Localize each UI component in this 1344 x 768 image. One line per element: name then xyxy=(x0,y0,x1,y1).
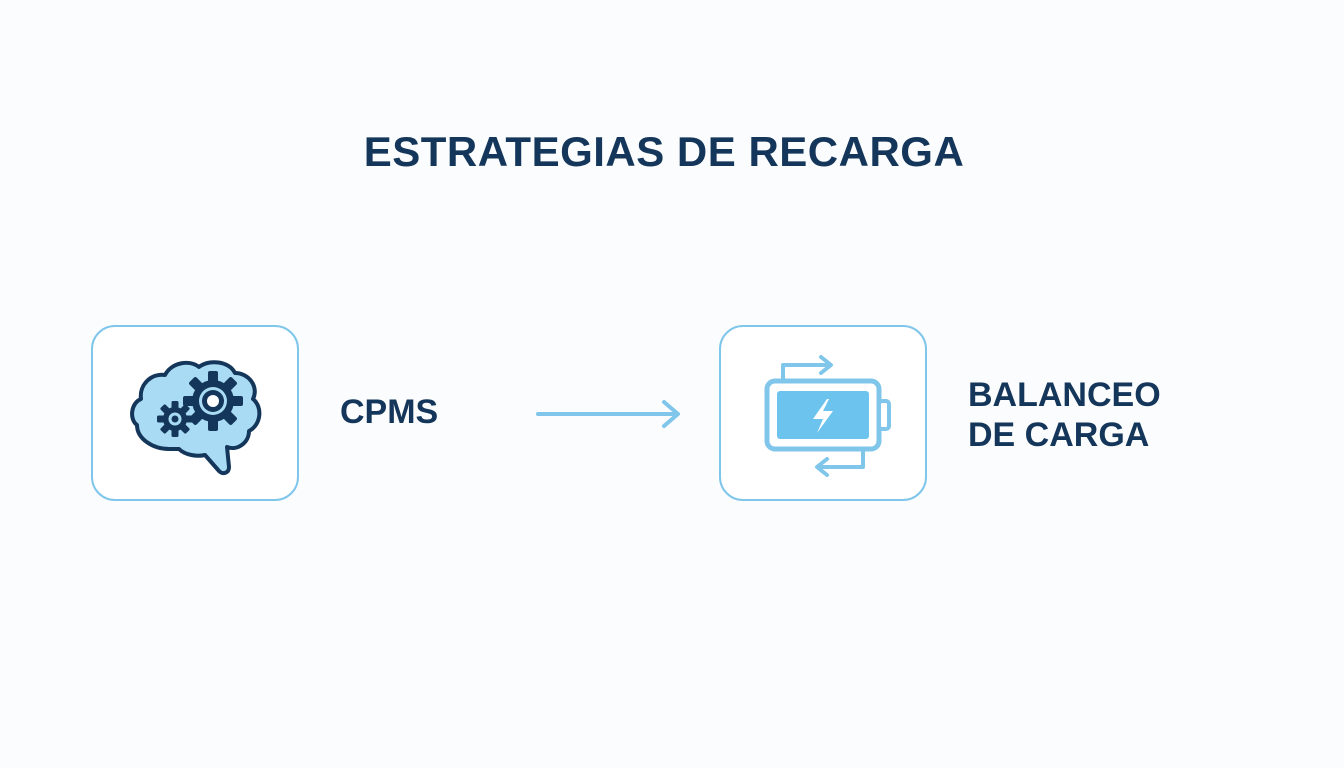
connector-arrow-icon xyxy=(536,400,680,428)
node-cpms-box xyxy=(91,325,299,501)
node-load-balancing-label: BALANCEO DE CARGA xyxy=(968,375,1161,455)
node-load-balancing-label-line-1: BALANCEO xyxy=(968,376,1161,414)
diagram-title: ESTRATEGIAS DE RECARGA xyxy=(363,128,965,175)
node-load-balancing-label-line-2: DE CARGA xyxy=(968,416,1150,454)
battery-cycle-icon xyxy=(764,355,891,477)
node-load-balancing-box xyxy=(719,325,927,501)
brain-gears-icon xyxy=(130,360,262,476)
node-cpms-label: CPMS xyxy=(340,393,439,431)
